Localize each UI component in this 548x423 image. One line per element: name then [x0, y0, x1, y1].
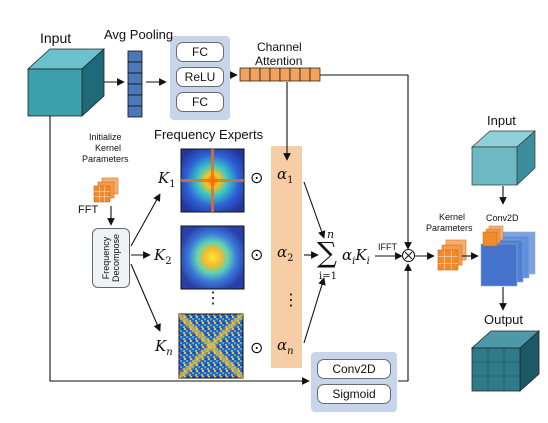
fft-label: FFT [78, 204, 99, 216]
kernel-params-label-2: Parameters [426, 223, 473, 233]
conv2d-stack [480, 225, 536, 287]
alpha-1: α1 [277, 165, 294, 186]
kernel-params-stack [437, 239, 467, 271]
avg-pooling-label: Avg Pooling [104, 27, 174, 42]
otimes-operator: ⊗ [402, 249, 415, 262]
init-kernel-stack [93, 177, 119, 203]
kn-label: Kn [155, 337, 173, 358]
ifft-label: IFFT [378, 242, 397, 252]
input-cube [26, 48, 106, 117]
alpha-vdots: ⋮ [283, 292, 299, 309]
odot-1: ⊙ [250, 170, 264, 187]
channel-attention-vector [239, 67, 321, 82]
alpha-panel [271, 146, 302, 368]
sum-term: αiKi [342, 246, 370, 267]
spectrum-kn [178, 313, 244, 379]
spectrum-k2 [180, 225, 245, 290]
sum-symbol: ∑ [317, 236, 337, 269]
init-kernel-label-1: Initialize [89, 132, 122, 142]
channel-attention-label-2: Attention [255, 54, 303, 68]
output-cube [470, 330, 541, 392]
init-kernel-label-3: Parameters [82, 154, 129, 164]
input-cube-right [471, 130, 536, 186]
connectors [49, 71, 507, 385]
conv2d-small-label: Conv2D [486, 213, 519, 223]
gate-sigmoid-box: Sigmoid [317, 384, 391, 404]
alpha-2: α2 [277, 243, 294, 264]
init-kernel-label-2: Kernel [95, 143, 122, 153]
frequency-decompose-line-2: Decompose [111, 233, 121, 283]
frequency-experts-label: Frequency Experts [154, 127, 264, 142]
relu-box: ReLU [176, 67, 224, 87]
odot-n: ⊙ [250, 340, 264, 357]
k2-label: K2 [154, 246, 172, 267]
spectra-vdots: ⋮ [205, 290, 221, 307]
frequency-decompose-line-1: Frequency [101, 236, 111, 280]
frequency-decompose-box: Frequency Decompose [92, 228, 130, 288]
cross-icon [404, 251, 413, 260]
output-label: Output [484, 312, 524, 327]
gate-conv2d-box: Conv2D [317, 359, 391, 379]
fc1-box: FC [176, 42, 224, 62]
sum-lower-limit: i=1 [319, 271, 337, 282]
kernel-params-label-1: Kernel [439, 212, 466, 222]
spectrum-k1 [180, 148, 245, 213]
input-label: Input [40, 30, 72, 46]
alpha-n: αn [277, 336, 294, 357]
odot-2: ⊙ [250, 247, 264, 264]
channel-attention-label-1: Channel [257, 40, 302, 54]
fc2-box: FC [176, 92, 224, 112]
k1-label: K1 [158, 169, 176, 190]
sum-upper-limit: n [327, 228, 335, 241]
avg-pooling-vector [127, 50, 143, 118]
input-right-label: Input [487, 113, 516, 128]
